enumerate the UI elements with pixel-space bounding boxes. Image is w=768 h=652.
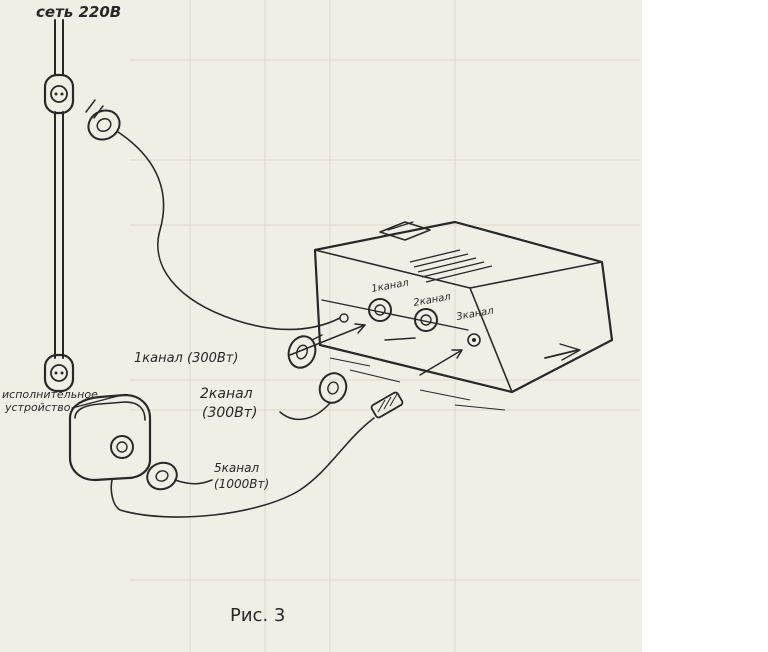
- channel2-plug: [279, 372, 348, 421]
- figure-caption: Рис. 3: [230, 605, 285, 626]
- channel5-label-line2: (1000Вт): [214, 477, 269, 491]
- pointer-arrows: [289, 323, 463, 376]
- wall-socket-bottom: [43, 353, 75, 393]
- actuator-label-line2: устройство: [4, 401, 71, 414]
- control-unit: [313, 220, 614, 411]
- background-grid: [130, 0, 640, 652]
- mains-plug: [85, 99, 121, 141]
- channel2-label-line1: 2канал: [200, 386, 253, 402]
- channel1-plug: [287, 334, 323, 369]
- actuator-label-line1: исполнительное: [2, 388, 98, 401]
- actuator-device: [68, 393, 152, 482]
- panel-label-channel1: 1канал: [371, 277, 411, 294]
- actuator-plug: [146, 461, 213, 491]
- channel1-label: 1канал (300Вт): [134, 351, 238, 366]
- wall-socket-top: [43, 73, 75, 115]
- mains-label: сеть 220В: [36, 3, 121, 21]
- mains-to-device-cable: [117, 131, 341, 331]
- channel5-plug: [110, 391, 404, 518]
- channel5-label-line1: 5канал: [214, 461, 259, 475]
- panel-label-channel3: 3канал: [456, 305, 496, 322]
- mains-cable: [54, 19, 64, 359]
- panel-label-channel2: 2канал: [413, 291, 453, 308]
- channel2-label-line2: (300Вт): [202, 405, 257, 421]
